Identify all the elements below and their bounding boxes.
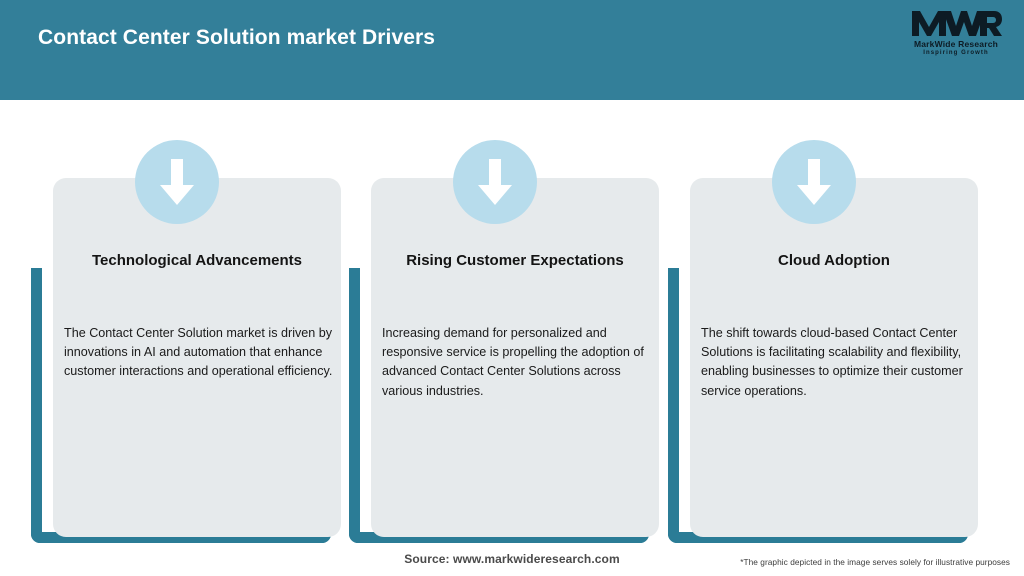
driver-card-body-1: The Contact Center Solution market is dr… [64,326,333,379]
markwide-research-logo: MarkWide Research Inspiring Growth [902,8,1010,60]
disclaimer-label: *The graphic depicted in the image serve… [740,557,1010,567]
driver-card-3[interactable]: Cloud Adoption The shift towards cloud-b… [690,178,978,537]
source-label: Source: www.markwideresearch.com [404,552,620,566]
driver-card-2[interactable]: Rising Customer Expectations Increasing … [371,178,659,537]
logo-tagline: Inspiring Growth [923,50,989,56]
logo-company-name: MarkWide Research [913,39,999,49]
driver-card-title-3: Cloud Adoption [778,252,890,269]
driver-column-1: Technological Advancements The Contact C… [22,100,341,576]
driver-column-3: Cloud Adoption The shift towards cloud-b… [659,100,978,576]
driver-card-title-2: Rising Customer Expectations [406,252,624,269]
driver-card-body-2: Increasing demand for personalized and r… [382,326,644,398]
driver-card-1[interactable]: Technological Advancements The Contact C… [53,178,341,537]
mwr-logo-icon [912,11,1002,36]
arrow-down-icon [453,140,537,224]
arrow-down-glyph [797,159,831,205]
driver-card-body-3: The shift towards cloud-based Contact Ce… [701,326,963,398]
drivers-card-area: Technological Advancements The Contact C… [0,100,1024,576]
arrow-down-glyph [478,159,512,205]
driver-column-2: Rising Customer Expectations Increasing … [340,100,659,576]
driver-card-title-1: Technological Advancements [91,252,303,269]
arrow-down-glyph [160,159,194,205]
header-banner: Contact Center Solution market Drivers M… [0,0,1024,100]
arrow-down-icon [135,140,219,224]
page-title: Contact Center Solution market Drivers [38,26,436,49]
arrow-down-icon [772,140,856,224]
